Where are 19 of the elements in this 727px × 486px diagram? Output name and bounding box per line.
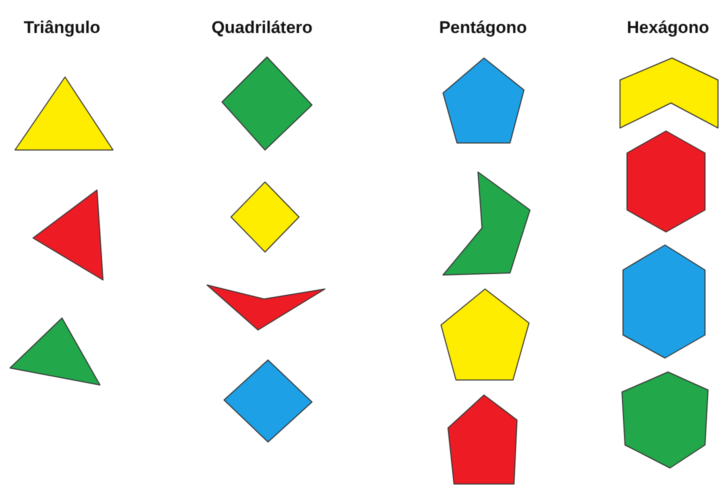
quadrilateral <box>230 182 300 252</box>
triangle <box>10 318 100 386</box>
pentagon <box>440 288 530 380</box>
column-heading: Quadrilátero <box>211 18 313 38</box>
pentagon <box>448 394 518 484</box>
pentagon <box>442 172 530 276</box>
hexagon <box>620 58 718 128</box>
hexagon <box>626 130 706 232</box>
quadrilateral <box>222 56 312 150</box>
column-heading: Hexágono <box>626 18 710 38</box>
column-heading: Triângulo <box>24 18 100 38</box>
triangle <box>32 190 104 280</box>
quadrilateral <box>224 360 312 442</box>
triangle <box>14 76 114 150</box>
column-heading: Pentágono <box>439 18 527 38</box>
pentagon <box>442 58 524 144</box>
hexagon <box>622 372 708 468</box>
hexagon <box>622 244 706 358</box>
quadrilateral <box>206 284 326 330</box>
